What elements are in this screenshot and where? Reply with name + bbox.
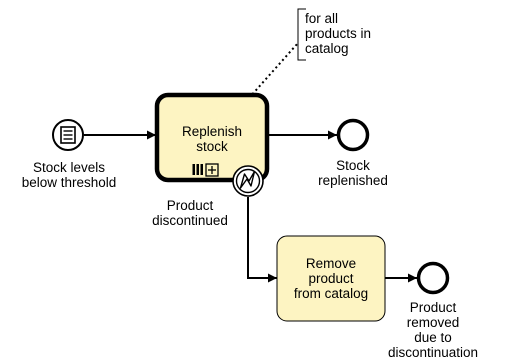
task-replenish-stock[interactable] [154, 92, 270, 183]
lightning-icon [239, 170, 256, 189]
end-removed-label: Product removed due to discontinuation [387, 300, 479, 360]
task-remove-label: Remove product from catalog [293, 256, 369, 301]
end-event-removed[interactable] [416, 261, 450, 295]
task-replenish-label: Replenish stock [181, 124, 243, 154]
subprocess-plus-icon [205, 163, 219, 177]
annotation-association[interactable] [248, 42, 299, 99]
task-remove-product[interactable] [276, 235, 386, 322]
end-replenished-label: Stock replenished [318, 158, 388, 188]
text-annotation[interactable] [297, 8, 306, 61]
boundary-event-label: Product discontinued [152, 198, 228, 228]
annotation-text: for all products in catalog [305, 11, 372, 56]
start-event-label: Stock levels below threshold [21, 160, 117, 190]
flow-boundary-to-remove[interactable] [247, 197, 277, 283]
boundary-event[interactable] [232, 165, 264, 197]
parallel-multi-instance-icon [192, 164, 203, 175]
end-event-replenished[interactable] [336, 118, 370, 152]
start-event[interactable] [52, 119, 84, 151]
document-lines-icon [60, 126, 76, 144]
